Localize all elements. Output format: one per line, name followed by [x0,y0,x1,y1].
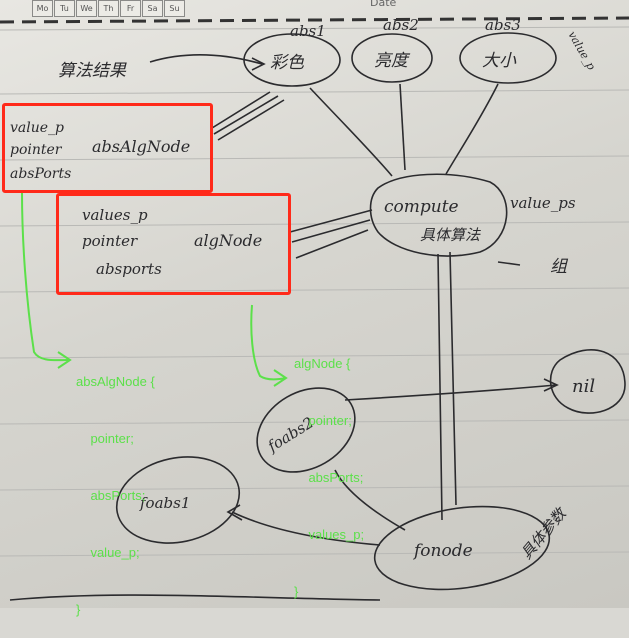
line-node-c-to-compute [445,83,499,175]
hand-box1-line1: value_p [10,120,64,136]
hand-abs1: abs1 [290,22,326,40]
alg-struct-line-4: values_p; [294,527,365,542]
weekday-strip: Mo Tu We Th Fr Sa Su [32,0,186,17]
hand-zu: 组 [550,257,569,277]
day-tu: Tu [54,0,75,17]
abs-struct-annotation: absAlgNode { pointer; absPorts; value_p;… [76,334,155,638]
alg-struct-line-2: pointer; [294,413,352,428]
hand-box2-line2: pointer [82,232,138,250]
abs-struct-line-1: absAlgNode { [76,374,155,389]
hand-abs3: abs3 [485,16,521,34]
hand-abs2: abs2 [383,16,419,34]
day-su: Su [164,0,185,17]
alg-struct-line-1: algNode { [294,356,351,371]
line-node-b-to-compute [399,83,406,171]
hand-node-c: 大小 [482,51,517,71]
hand-value-p-top: value_p [565,29,597,72]
hand-compute-sub: 具体算法 [420,226,481,244]
hand-nil: nil [572,376,595,397]
arrow-to-nil [344,384,557,401]
fo-node-ellipse [373,505,551,591]
abs-struct-line-2: pointer; [76,431,134,446]
hand-fo-node: fonode [412,541,473,561]
arrow-fonode-to-foabs2 [334,469,406,531]
hand-compute: compute [384,197,459,217]
hand-box1-line2: pointer [10,142,63,158]
green-arrow-right [250,304,287,381]
arrow-top-right [149,54,263,65]
hand-box1-line3: absPorts [10,166,71,182]
hand-top-left: 算法结果 [58,61,127,81]
day-fr: Fr [120,0,141,17]
notebook-page [0,0,629,608]
scribble-bottom-left [9,594,381,601]
hand-box2-name: algNode [194,231,262,250]
lines-to-box2 [289,209,373,259]
day-we: We [76,0,97,17]
alg-struct-line-5: } [294,584,299,599]
alg-struct-line-3: absPorts; [294,470,364,485]
abs-struct-line-5: } [76,602,81,617]
line-node-a-to-compute [309,87,393,177]
compute-blob [369,173,508,257]
fo-abs1-ellipse [115,456,241,544]
abs-struct-line-3: absPorts; [76,488,146,503]
arrow-fonode-to-foabs1 [231,511,381,546]
handwritten-diagram: 算法结果 abs1 abs2 abs3 彩色 亮度 大小 value_p val… [9,16,626,601]
alg-struct-annotation: algNode { pointer; absPorts; values_p; } [294,316,364,620]
date-label: Date [370,0,397,9]
line-to-zu [497,261,521,266]
node-ellipse-b [351,33,433,83]
lines-to-box1 [211,91,285,141]
highlight-box-abs-alg-node [2,103,213,193]
fo-abs2-ellipse [256,387,356,473]
hand-fo-abs1: foabs1 [139,494,190,512]
abs-struct-line-4: value_p; [76,545,140,560]
hand-node-a: 彩色 [270,53,305,73]
line-compute-down [437,251,457,521]
hand-value-ps: value_ps [510,194,576,212]
node-ellipse-c [459,32,557,84]
hand-box2-line3: absports [96,260,162,278]
green-arrow-left [21,191,69,362]
hand-box2-line1: values_p [82,206,148,224]
day-mo: Mo [32,0,53,17]
day-th: Th [98,0,119,17]
hand-node-b: 亮度 [374,51,411,71]
day-sa: Sa [142,0,163,17]
hand-box1-name: absAlgNode [92,137,190,156]
highlight-box-alg-node [56,193,291,295]
